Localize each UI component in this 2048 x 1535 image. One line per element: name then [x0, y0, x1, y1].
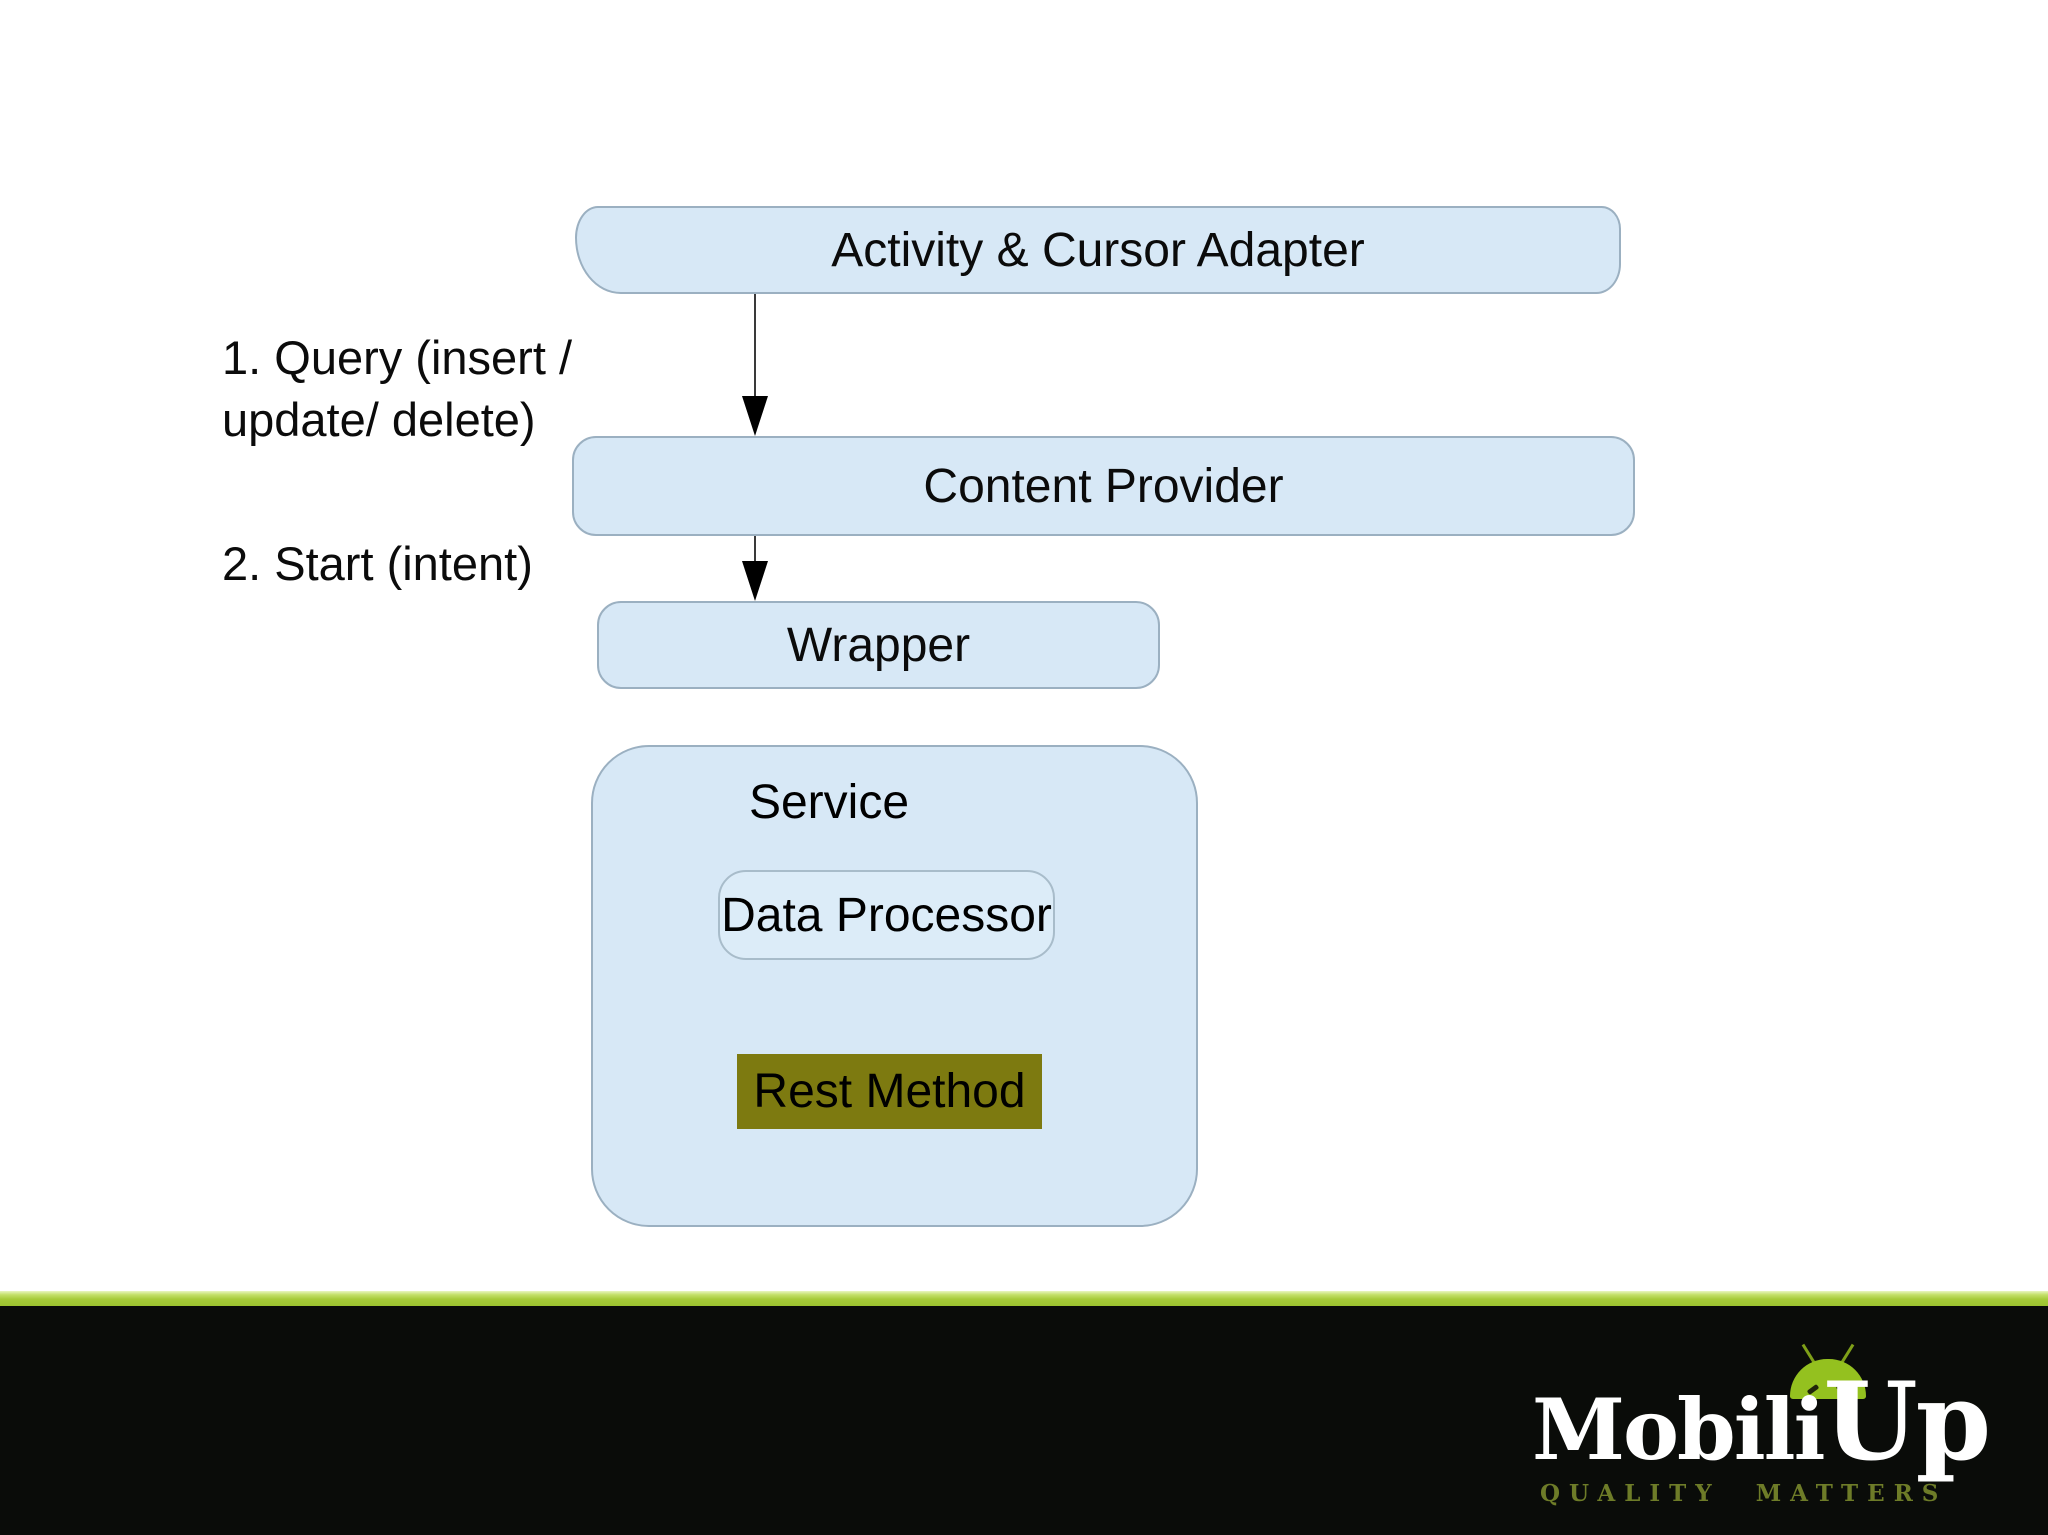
arrow-down-icon: [742, 561, 768, 601]
step2-start-annotation: 2. Start (intent): [222, 537, 533, 590]
content-provider-node: Content Provider: [572, 436, 1635, 536]
logo-text-mobili: Mobili: [1532, 1380, 1825, 1479]
activity-cursor-adapter-node: Activity & Cursor Adapter: [575, 206, 1621, 294]
step1-annotation-line2: update/ delete): [222, 393, 536, 446]
wrapper-label: Wrapper: [786, 618, 971, 672]
footer-bar: [0, 1306, 2048, 1535]
service-label: Service: [748, 776, 910, 829]
step1-annotation-line1: 1. Query (insert /: [222, 331, 572, 384]
footer-accent-line: [0, 1291, 2048, 1306]
logo-tagline: QUALITY MATTERS: [1540, 1480, 1948, 1507]
arrow-contentprovider-to-wrapper-line: [754, 536, 756, 565]
logo-text-up: Up: [1823, 1359, 1991, 1485]
rest-method-node: Rest Method: [737, 1054, 1042, 1129]
data-processor-node: Data Processor: [718, 870, 1055, 960]
rest-method-label: Rest Method: [753, 1065, 1026, 1118]
step1-query-annotation: 1. Query (insert / update/ delete): [222, 327, 572, 451]
mobiliup-logo: Mobili Up: [1532, 1359, 1991, 1485]
data-processor-label: Data Processor: [721, 888, 1052, 942]
arrow-activity-to-contentprovider-line: [754, 294, 756, 398]
activity-cursor-adapter-label: Activity & Cursor Adapter: [831, 223, 1365, 277]
wrapper-node: Wrapper: [597, 601, 1160, 689]
arrow-down-icon: [742, 396, 768, 436]
content-provider-label: Content Provider: [923, 459, 1284, 513]
android-robot-head-icon: [1790, 1342, 1866, 1400]
service-container-node: Service Data Processor Rest Method: [591, 745, 1198, 1227]
